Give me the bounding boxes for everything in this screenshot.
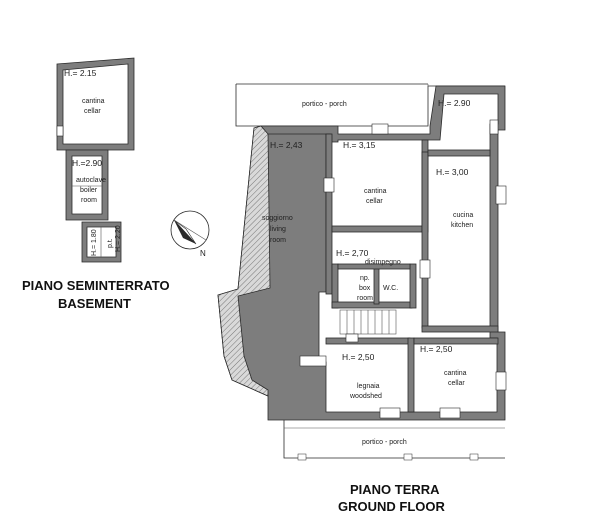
- ground-subtitle: GROUND FLOOR: [338, 499, 445, 514]
- ground-openings: [299, 119, 507, 419]
- basement-small-room: [81, 221, 122, 263]
- ground-box-label-1: np.: [360, 275, 370, 282]
- basement-autoclave-height: H.=2.90: [72, 158, 102, 168]
- ground-porch-bottom-label: portico - porch: [362, 439, 407, 446]
- ground-cucina-label: cucina: [453, 212, 473, 219]
- basement-room-label: room: [81, 197, 97, 204]
- basement-autoclave-label: autoclave: [76, 177, 106, 184]
- ground-floor-plan: portico - porch H.= 2.90 H.= 2,43 soggio…: [217, 83, 507, 514]
- compass-icon: N: [170, 210, 210, 258]
- ground-soggiorno-height: H.= 2,43: [270, 140, 303, 150]
- basement-plan: H.= 2.15 cantina cellar H.=2.90 autoclav…: [22, 57, 170, 311]
- basement-small-height-1: H.= 1.80: [91, 229, 98, 256]
- ground-cucina-height: H.= 3,00: [436, 167, 469, 177]
- ground-cantina-right-label: cantina: [444, 370, 467, 377]
- ground-cellar-right-label: cellar: [448, 380, 465, 387]
- basement-small-height-2: H.= 2.20: [115, 225, 122, 252]
- ground-kitchen-label: kitchen: [451, 222, 473, 229]
- ground-box-label-2: box: [359, 285, 371, 292]
- basement-subtitle: BASEMENT: [58, 296, 131, 311]
- ground-legnaia-label: legnaia: [357, 383, 380, 390]
- ground-porch-top-label: portico - porch: [302, 101, 347, 108]
- ground-disimpegno-label: disimpegno: [365, 259, 401, 266]
- ground-box-label-3: room: [357, 295, 373, 302]
- ground-staircase: [339, 309, 397, 335]
- basement-boiler-label: boiler: [80, 187, 98, 194]
- ground-cantina-mid-height: H.= 3,15: [343, 140, 376, 150]
- basement-title: PIANO SEMINTERRATO: [22, 278, 170, 293]
- ground-title: PIANO TERRA: [350, 482, 440, 497]
- ground-cantina-mid-label: cantina: [364, 188, 387, 195]
- ground-cantina-right-height: H.= 2,50: [420, 344, 453, 354]
- ground-room-label: room: [270, 237, 286, 244]
- ground-cellar-mid-label: cellar: [366, 198, 383, 205]
- basement-cellar-label: cellar: [84, 108, 101, 115]
- ground-woodshed-label: woodshed: [349, 393, 382, 400]
- ground-legnaia-height: H.= 2,50: [342, 352, 375, 362]
- ground-wc-label: W.C.: [383, 285, 398, 292]
- basement-cantina-room: [56, 57, 135, 151]
- basement-autoclave-room: [65, 149, 109, 221]
- basement-cantina-height: H.= 2.15: [64, 68, 97, 78]
- ground-interior-walls: [217, 125, 499, 413]
- basement-cantina-label: cantina: [82, 98, 105, 105]
- ground-disimpegno-height: H.= 2,70: [336, 248, 369, 258]
- ground-living-label: living: [270, 226, 286, 233]
- compass-north-label: N: [200, 249, 206, 258]
- basement-small-pt: p.t.: [107, 238, 114, 248]
- ground-soggiorno-label: soggiorno: [262, 215, 293, 222]
- ground-corner-height: H.= 2.90: [438, 98, 471, 108]
- ground-porch-bottom: [283, 420, 505, 461]
